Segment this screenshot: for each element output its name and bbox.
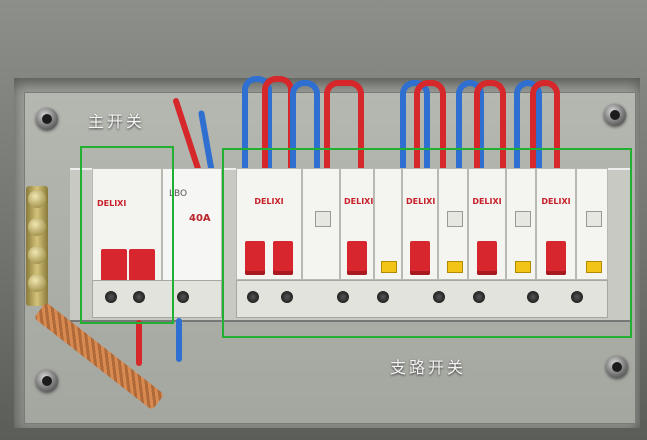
blue-wire-loop <box>456 80 484 176</box>
main-switch-label: 主开关 <box>88 112 146 131</box>
breaker-lever[interactable] <box>244 241 265 275</box>
screw-top-left <box>36 108 58 130</box>
test-button[interactable] <box>515 261 531 273</box>
screw-top-right <box>604 104 626 126</box>
test-window <box>586 211 602 227</box>
terminal-screw <box>571 291 583 303</box>
terminal-screw <box>527 291 539 303</box>
breaker-lever[interactable] <box>347 241 367 275</box>
main-switch-frame <box>80 146 174 324</box>
busbar-screw <box>28 274 46 292</box>
terminal-strip <box>236 280 608 318</box>
breaker-lever[interactable] <box>546 241 566 275</box>
terminal-screw <box>133 291 145 303</box>
red-wire <box>136 320 142 366</box>
branch-breaker[interactable]: DELIXI <box>236 168 302 280</box>
branch-switch-label: 支路开关 <box>390 358 467 377</box>
red-wire-loop <box>414 80 446 176</box>
blue-wire-loop <box>242 76 272 176</box>
busbar-screw <box>28 190 46 208</box>
test-window <box>315 211 331 227</box>
busbar-screw <box>28 218 46 236</box>
red-wire-loop <box>474 80 506 176</box>
terminal-screw <box>433 291 445 303</box>
red-wire-loop <box>530 80 560 176</box>
breaker-brand: DELIXI <box>472 197 502 206</box>
breaker-lever[interactable] <box>477 241 497 275</box>
test-button[interactable] <box>381 261 397 273</box>
rcd-module <box>506 168 536 280</box>
rcd-module <box>438 168 468 280</box>
rcd-module <box>374 168 402 280</box>
terminal-screw <box>177 291 189 303</box>
terminal-screw <box>473 291 485 303</box>
breaker-brand: DELIXI <box>541 197 571 206</box>
busbar-screw <box>28 246 46 264</box>
terminal-screw <box>105 291 117 303</box>
spd-model-label: LBO <box>169 189 188 199</box>
rcd-module <box>576 168 608 280</box>
branch-breaker[interactable]: DELIXI <box>468 168 506 280</box>
terminal-strip <box>92 280 222 318</box>
blue-wire <box>176 318 182 362</box>
branch-breaker[interactable]: DELIXI <box>340 168 374 280</box>
blue-wire-loop <box>290 80 320 176</box>
screw-bottom-left <box>36 370 58 392</box>
terminal-screw <box>281 291 293 303</box>
red-wire-loop <box>324 80 364 176</box>
branch-switch-frame <box>222 148 632 338</box>
blue-wire-loop <box>400 80 430 176</box>
test-button[interactable] <box>447 261 463 273</box>
terminal-screw <box>337 291 349 303</box>
test-window <box>515 211 531 227</box>
screw-bottom-right <box>606 356 628 378</box>
breaker-lever[interactable] <box>410 241 430 275</box>
rcd-module <box>302 168 340 280</box>
branch-breaker[interactable]: DELIXI <box>402 168 438 280</box>
test-window <box>447 211 463 227</box>
breaker-brand: DELIXI <box>344 197 374 206</box>
blue-wire-loop <box>514 80 542 176</box>
main-breaker-brand: DELIXI <box>97 199 127 208</box>
breaker-brand: DELIXI <box>254 197 284 206</box>
test-button[interactable] <box>586 261 602 273</box>
branch-breaker[interactable]: DELIXI <box>536 168 576 280</box>
breaker-brand: DELIXI <box>406 197 436 206</box>
spd-rating-label: 40A <box>189 213 211 224</box>
terminal-screw <box>247 291 259 303</box>
terminal-screw <box>377 291 389 303</box>
breaker-lever[interactable] <box>273 241 294 275</box>
